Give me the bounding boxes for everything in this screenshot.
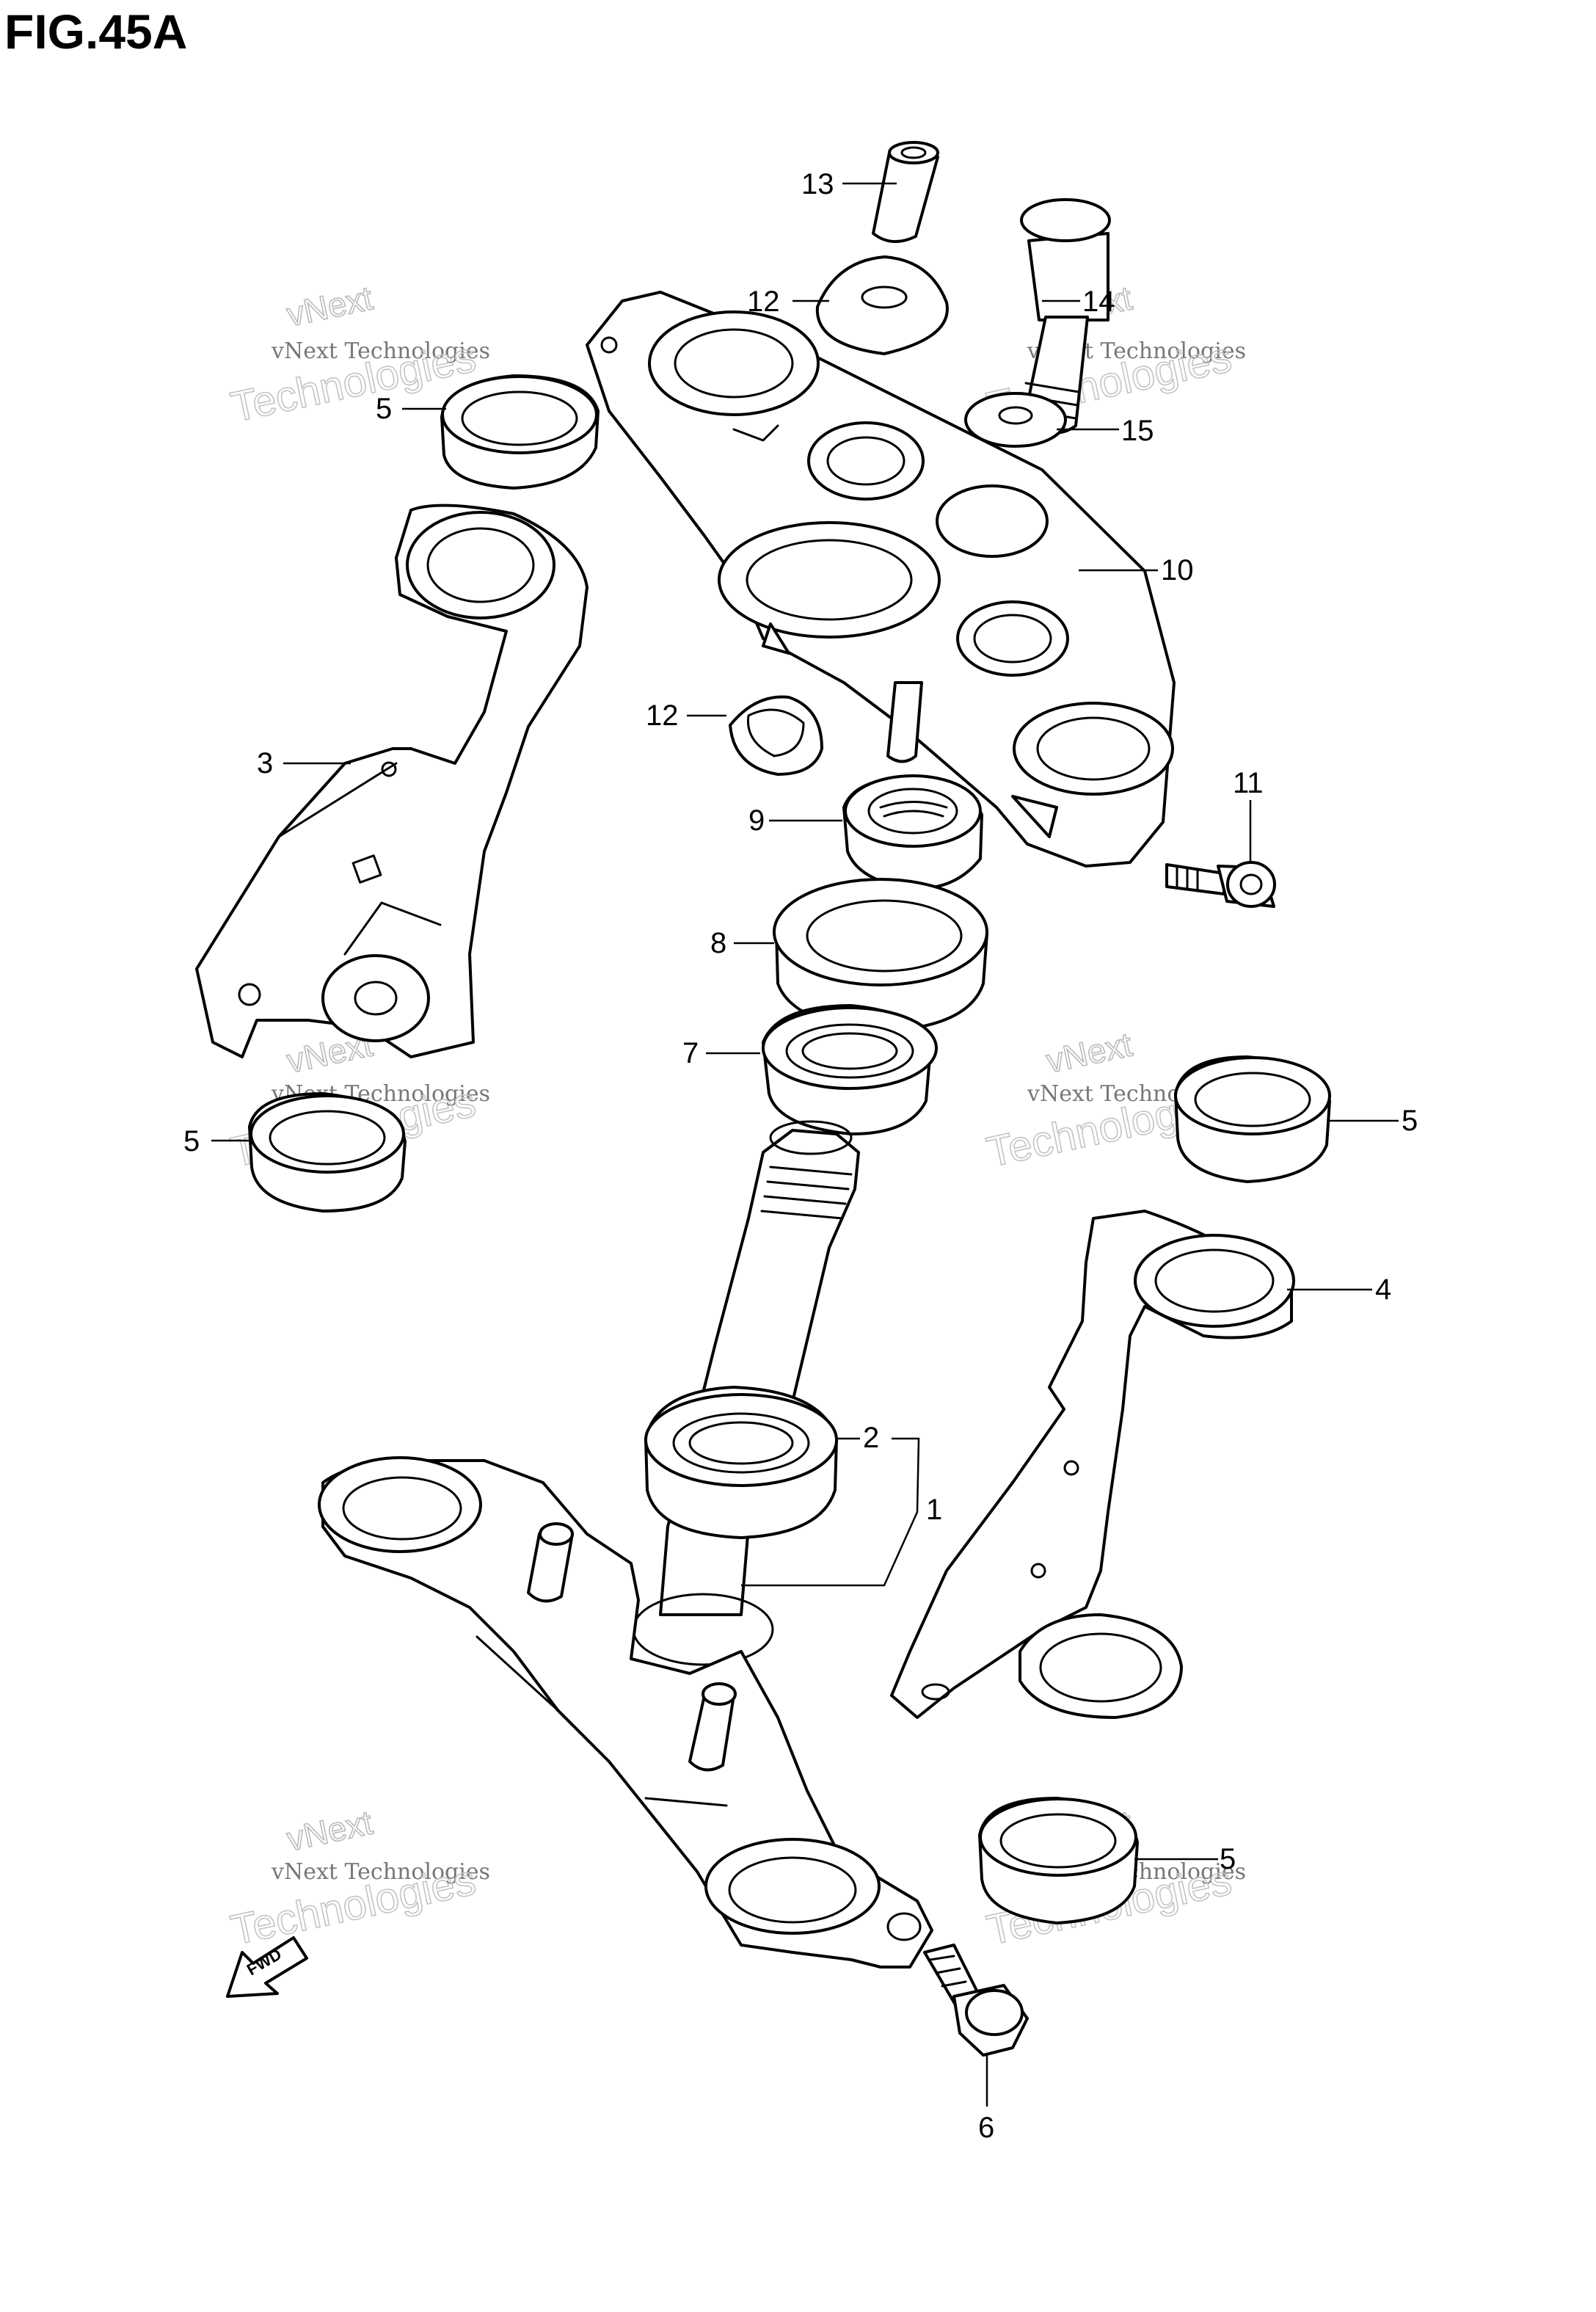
watermark-text-line2: vNext (1043, 1025, 1135, 1080)
callout-12-lower: 12 (646, 699, 679, 732)
watermark-text-line1: vNext Technologies (271, 1859, 490, 1885)
callout-labels: 13 12 14 15 10 5 3 12 11 9 8 7 5 5 4 2 1… (183, 168, 1418, 2144)
part-4-right-bracket (890, 1210, 1295, 1719)
part-11-bolt (1165, 861, 1276, 908)
callout-9: 9 (748, 804, 765, 837)
watermark-text-line2: vNext (283, 1803, 376, 1858)
callout-3: 3 (257, 747, 273, 779)
callout-5-bottom-right: 5 (1220, 1843, 1236, 1875)
part-5-ring-top-left (440, 374, 600, 490)
part-5-ring-bottom-right (978, 1797, 1139, 1924)
part-15-washer (964, 392, 1067, 448)
watermark-text-line1: vNext Technologies (271, 338, 490, 364)
part-6-bolt (923, 1944, 1029, 2057)
watermark-text-line2: vNext (283, 278, 376, 333)
part-8-dust-seal (773, 878, 988, 1033)
part-12-grommet-upper (815, 255, 949, 355)
part-5-ring-middle-right (1174, 1055, 1331, 1183)
callout-8: 8 (710, 927, 726, 959)
callout-13: 13 (801, 168, 834, 200)
callout-2: 2 (863, 1422, 879, 1454)
callout-5-middle-left: 5 (183, 1125, 200, 1157)
part-1-lower-bracket (318, 1456, 933, 1969)
callout-14: 14 (1082, 286, 1115, 318)
callout-12-upper: 12 (747, 286, 780, 318)
callout-6: 6 (978, 2112, 994, 2144)
part-2-bearing-lower (644, 1386, 838, 1539)
callout-15: 15 (1121, 415, 1154, 447)
watermark-bottom-left: vNext Technologies vNext Technologies (226, 1803, 490, 1955)
callout-1: 1 (926, 1494, 942, 1526)
callout-11: 11 (1233, 767, 1264, 799)
part-5-ring-middle-left (248, 1092, 407, 1213)
part-9-stem-nut (842, 774, 983, 890)
callout-5-middle-right: 5 (1402, 1105, 1418, 1137)
leader-lines (211, 182, 1399, 2106)
part-10-upper-bracket (586, 291, 1176, 868)
part-12-grommet-lower (729, 695, 823, 776)
callout-4: 4 (1375, 1273, 1391, 1306)
callout-5-top-left: 5 (376, 393, 392, 425)
part-13-sleeve (872, 141, 939, 244)
callout-7: 7 (682, 1037, 699, 1069)
figure-title: FIG.45A (4, 4, 187, 59)
part-3-left-bracket (195, 504, 589, 1058)
callout-10: 10 (1161, 554, 1194, 586)
part-7-bearing (762, 1004, 938, 1135)
